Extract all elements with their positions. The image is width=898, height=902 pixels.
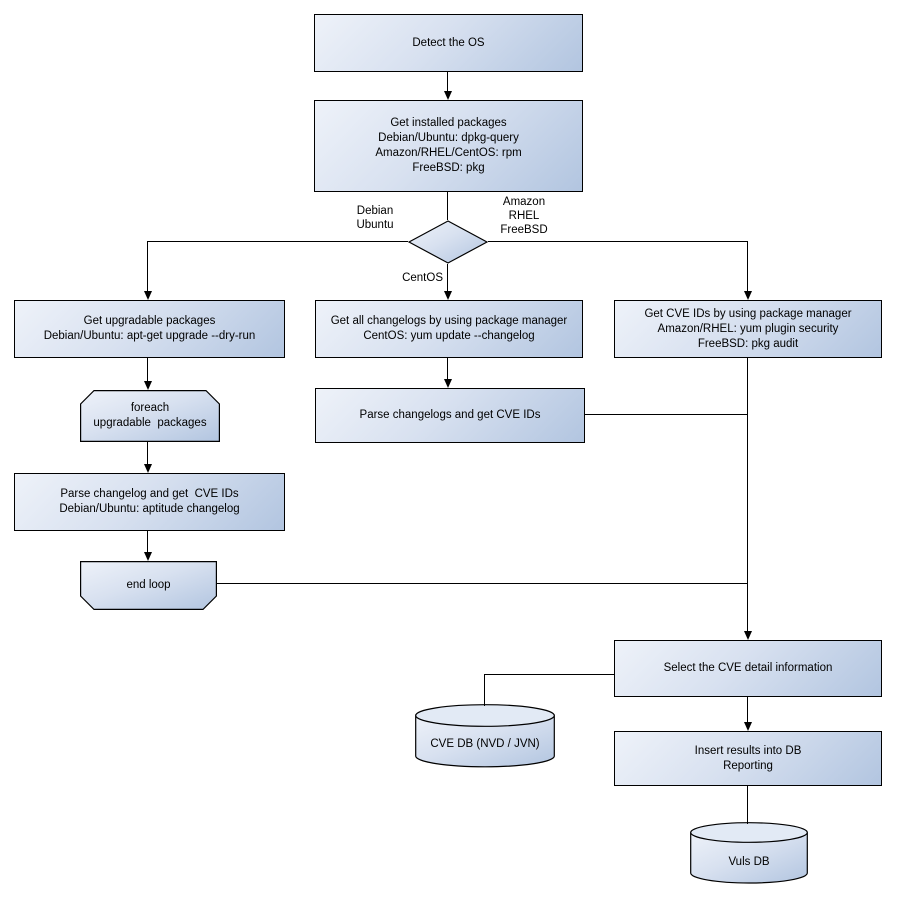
edge-foreach-to-parse (147, 441, 149, 465)
diamond-shape (408, 220, 488, 264)
node-label: Get installed packages (390, 117, 507, 129)
edge-label-line: Amazon (502, 196, 546, 208)
edge-installed-to-decision (447, 192, 449, 220)
node-label-group: end loop (80, 561, 217, 610)
node-get-cve-ids-package-manager: Get CVE IDs by using package manager Ama… (614, 300, 882, 358)
edge-upgradable-to-foreach (147, 358, 149, 382)
edge-label-line: RHEL (508, 210, 540, 222)
edge-label-line: CentOS (402, 272, 443, 284)
loop-start-shape (80, 390, 220, 442)
edge-select-to-cvedb-vertical (484, 674, 486, 706)
edge-label-amazon-branch: Amazon RHEL FreeBSD (489, 195, 559, 237)
arrowhead-down-icon (444, 91, 452, 100)
edge-label-line: Debian (356, 205, 394, 217)
node-get-upgradable-packages: Get upgradable packages Debian/Ubuntu: a… (14, 300, 285, 358)
arrowhead-down-icon (144, 464, 152, 473)
node-label: Get all changelogs by using package mana… (330, 315, 568, 327)
node-label: Get CVE IDs by using package manager (644, 307, 852, 320)
node-label: end loop (126, 579, 171, 591)
node-label: Debian/Ubuntu: dpkg-query (378, 132, 519, 144)
arrowhead-down-icon (444, 291, 452, 300)
node-label: Get upgradable packages (83, 315, 216, 327)
edge-label-line: Ubuntu (356, 219, 394, 231)
edge-select-to-insert (747, 697, 749, 722)
node-label: upgradable packages (93, 417, 207, 429)
node-label: Vuls DB (728, 855, 770, 868)
node-label: Debian/Ubuntu: aptitude changelog (59, 503, 240, 515)
node-detect-os: Detect the OS (314, 14, 583, 72)
loop-end-shape (80, 561, 217, 610)
node-label: Debian/Ubuntu: apt-get upgrade --dry-run (43, 330, 256, 342)
edge-decision-centos-vertical (447, 264, 449, 291)
edge-changelogs-to-parse-mid (447, 358, 449, 380)
arrowhead-down-icon (144, 552, 152, 561)
edge-decision-left-horizontal (148, 241, 408, 243)
node-label-group: foreach upgradable packages (80, 390, 220, 442)
node-get-all-changelogs: Get all changelogs by using package mana… (315, 300, 583, 358)
arrowhead-down-icon (744, 291, 752, 300)
node-end-loop: end loop (80, 561, 217, 610)
edge-select-to-cvedb-horizontal (485, 674, 614, 676)
database-cylinder-icon (415, 704, 555, 768)
node-label: CentOS: yum update --changelog (363, 330, 535, 342)
node-select-cve-detail: Select the CVE detail information (614, 640, 882, 697)
arrowhead-down-icon (744, 722, 752, 731)
edge-parse-to-endloop (147, 531, 149, 553)
edge-insert-to-vulsdb (747, 786, 749, 824)
edge-parse-mid-to-main-line (585, 414, 748, 416)
node-label: foreach (130, 402, 170, 414)
arrowhead-down-icon (144, 381, 152, 390)
node-cve-db-cylinder: CVE DB (NVD / JVN) (415, 704, 555, 768)
node-detect-os-label: Detect the OS (412, 36, 485, 49)
node-get-installed-packages: Get installed packages Debian/Ubuntu: dp… (314, 100, 583, 192)
node-label: Parse changelog and get CVE IDs (60, 488, 239, 500)
arrowhead-down-icon (744, 631, 752, 640)
node-insert-results-db: Insert results into DB Reporting (614, 731, 882, 786)
database-cylinder-icon (690, 822, 808, 884)
edge-label-line: FreeBSD (500, 224, 548, 236)
edge-cveids-to-select (747, 358, 749, 632)
node-label: Amazon/RHEL/CentOS: rpm (375, 147, 522, 159)
node-parse-changelog-get-cve-ids: Parse changelog and get CVE IDs Debian/U… (14, 473, 285, 531)
node-label: Select the CVE detail information (663, 662, 833, 674)
edge-decision-right-vertical (747, 241, 749, 291)
edge-label-debian-branch: Debian Ubuntu (340, 204, 410, 232)
node-parse-changelogs-get-cve-ids: Parse changelogs and get CVE IDs (315, 388, 585, 443)
node-label: FreeBSD: pkg (412, 162, 485, 174)
node-label: Reporting (723, 759, 773, 772)
node-os-decision-diamond (408, 220, 488, 264)
edge-decision-right-horizontal (488, 241, 748, 243)
edge-label-centos-branch: CentOS (383, 271, 443, 285)
arrowhead-down-icon (144, 291, 152, 300)
arrowhead-down-icon (444, 379, 452, 388)
node-label: Insert results into DB (694, 744, 802, 757)
node-label: FreeBSD: pkg audit (697, 337, 799, 350)
edge-endloop-to-main-line (217, 583, 748, 585)
node-label: CVE DB (NVD / JVN) (430, 738, 540, 750)
node-label: Amazon/RHEL: yum plugin security (657, 322, 839, 335)
node-foreach-loop-start: foreach upgradable packages (80, 390, 220, 442)
edge-detect-to-installed (447, 72, 449, 92)
edge-decision-left-vertical (147, 241, 149, 291)
node-vuls-db-cylinder: Vuls DB (690, 822, 808, 885)
node-label: Parse changelogs and get CVE IDs (359, 409, 541, 421)
